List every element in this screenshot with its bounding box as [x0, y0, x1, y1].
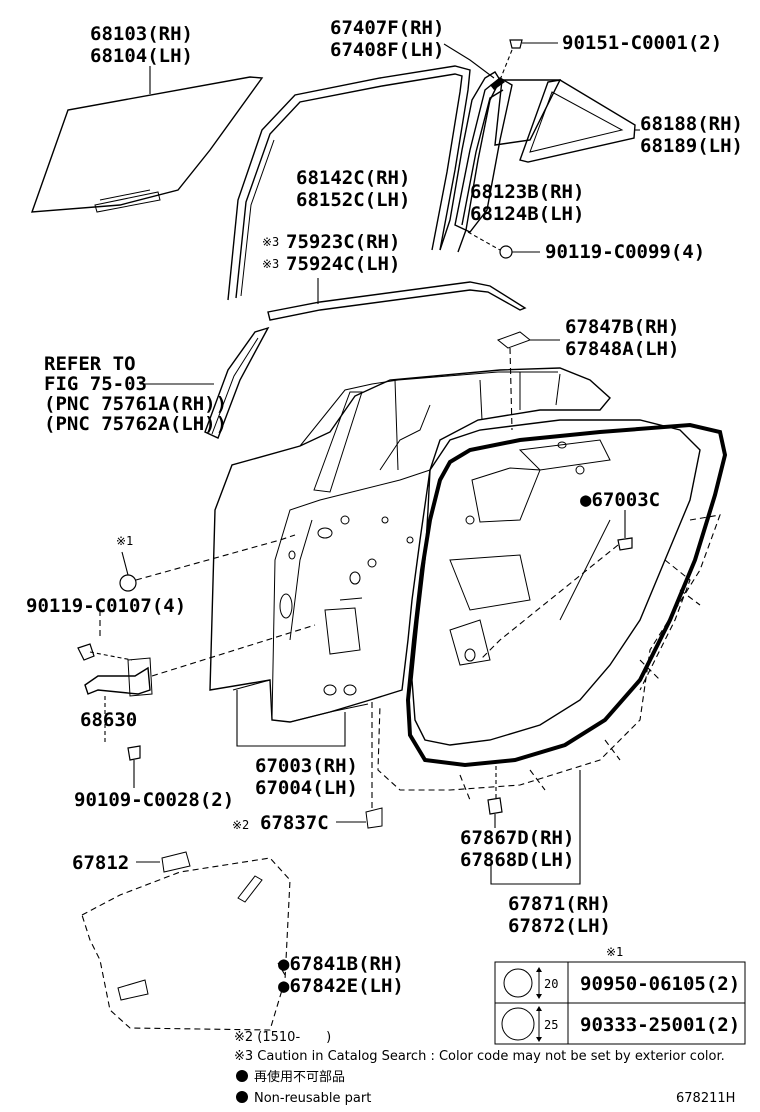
label-mold-lh-mark: ※3 [262, 257, 279, 271]
label-bolt-bottom: 90109-C0028(2) [74, 789, 234, 811]
label-qglass-rh: 68188(RH) [640, 113, 743, 135]
door-check [77, 610, 316, 788]
label-qglass-lh: 68189(LH) [640, 135, 743, 157]
legend-en: Non-reusable part [254, 1091, 371, 1106]
label-ws-rh: 67867D(RH) [460, 827, 574, 849]
label-pad-lh: 67848A(LH) [565, 338, 679, 360]
label-mold-rh-mark: ※3 [262, 235, 279, 249]
label-refer-4: (PNC 75762A(LH)) [44, 413, 227, 435]
belt-molding [267, 278, 527, 321]
legend-dot-icon [236, 1091, 248, 1103]
figure-code: 678211H [676, 1091, 735, 1106]
label-clip-67003c: ●67003C [580, 489, 660, 511]
inner-panel [411, 419, 701, 746]
label-note1-mark: ※1 [116, 534, 133, 548]
label-mold-rh: 75923C(RH) [286, 231, 400, 253]
outer-molding-refer [140, 326, 270, 439]
bolt-division [467, 231, 540, 259]
label-run-rh: 67407F(RH) [330, 17, 444, 39]
label-film-rh: ●67841B(RH) [278, 953, 404, 975]
hole-plug-1 [119, 534, 296, 592]
label-bolt-div: 90119-C0099(4) [545, 241, 705, 263]
glass-run [227, 65, 471, 301]
quarter-glass [494, 79, 640, 163]
label-sub-part: 67837C [260, 812, 329, 834]
label-mold-lh: 75924C(LH) [286, 253, 400, 275]
pad-67847 [496, 331, 560, 431]
label-cover-plug: 67812 [72, 852, 129, 874]
label-weather-lh: 67872(LH) [508, 915, 611, 937]
label-run-lh: 67408F(LH) [330, 39, 444, 61]
label-check: 68630 [80, 709, 137, 731]
label-frame-lh: 68152C(LH) [296, 189, 410, 211]
label-div-rh: 68123B(RH) [470, 181, 584, 203]
label-door-lh: 67004(LH) [255, 777, 358, 799]
label-ws-lh: 67868D(LH) [460, 849, 574, 871]
label-refer-2: FIG 75-03 [44, 373, 147, 395]
legend-jp: 再使用不可部品 [254, 1069, 345, 1085]
door-panel [209, 367, 611, 723]
part-labels: 68103(RH) 68104(LH) 67407F(RH) 67408F(LH… [26, 17, 743, 997]
label-bolt-check: 90119-C0107(4) [26, 595, 186, 617]
plug-row-part: 90333-25001(2) [580, 1014, 740, 1036]
door-glass [30, 66, 264, 213]
plug-row: 25 90333-25001(2) [501, 1006, 740, 1042]
part-67837c [336, 700, 383, 829]
label-clip-top: 90151-C0001(2) [562, 32, 722, 54]
ws-screw [487, 766, 581, 885]
note-3: ※3 Caution in Catalog Search : Color cod… [234, 1049, 725, 1064]
label-film-lh: ●67842E(LH) [278, 975, 404, 997]
legend-dot-icon [236, 1070, 248, 1082]
label-glass-lh: 68104(LH) [90, 45, 193, 67]
label-refer-1: REFER TO [44, 353, 136, 375]
notes: ※2 (1510- ) ※3 Caution in Catalog Search… [234, 1030, 735, 1106]
label-weather-rh: 67871(RH) [508, 893, 611, 915]
service-hole-cover [81, 851, 291, 1031]
plug-table-title: ※1 [606, 945, 623, 959]
label-refer-3: (PNC 75761A(RH)) [44, 393, 227, 415]
clip-67003c [479, 510, 633, 661]
plug-row-part: 90950-06105(2) [580, 973, 740, 995]
label-frame-rh: 68142C(RH) [296, 167, 410, 189]
clip-top [499, 39, 558, 81]
plug-row-size: 20 [544, 977, 558, 991]
label-pad-rh: 67847B(RH) [565, 316, 679, 338]
label-door-rh: 67003(RH) [255, 755, 358, 777]
door-frame [439, 43, 501, 253]
label-sub-mark: ※2 [232, 818, 249, 832]
label-glass-rh: 68103(RH) [90, 23, 193, 45]
plug-row-size: 25 [544, 1018, 558, 1032]
door-weatherstrip [377, 422, 728, 801]
label-div-lh: 68124B(LH) [470, 203, 584, 225]
door-label-bracket [236, 690, 346, 747]
plug-row: 20 90950-06105(2) [503, 967, 740, 999]
note-2: ※2 (1510- ) [234, 1030, 331, 1045]
plug-table: ※1 20 90950-06105(2) 25 90333-25001(2) [494, 945, 746, 1045]
